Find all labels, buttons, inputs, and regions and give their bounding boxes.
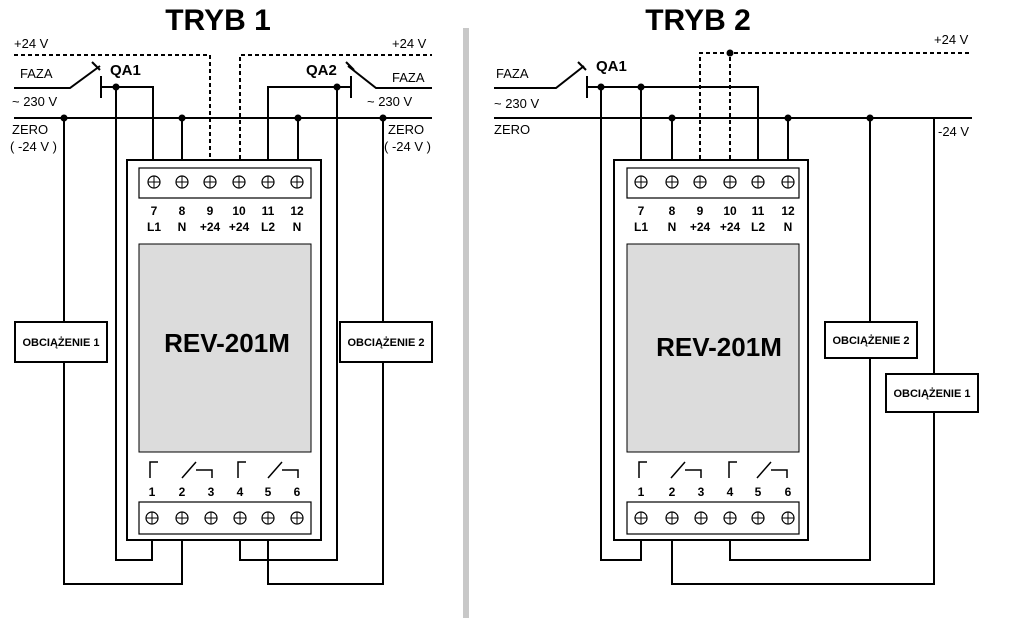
mode-2-bottom-term: 2: [669, 485, 676, 499]
mode-2-device-model: REV-201M: [656, 332, 782, 362]
mode-1-bottom-term: 4: [237, 485, 244, 499]
mode-2-load-1-label: OBCIĄŻENIE 1: [893, 387, 970, 400]
mode-1-term-name: N: [293, 220, 302, 234]
mode-1-bottom-term: 2: [179, 485, 186, 499]
mode-1-term-num: 11: [262, 204, 275, 218]
mode-2-zero-label: ZERO: [494, 122, 530, 137]
mode-2-bottom-term: 4: [727, 485, 734, 499]
mode-1-term-name: +24: [200, 220, 221, 234]
mode-1-device: REV-201M 7 8 9 10 11 12 L1 N +24 +24 L2 …: [126, 159, 322, 541]
mode-2-bottom-term: 1: [638, 485, 645, 499]
mode-2-load-2-label: OBCIĄŻENIE 2: [832, 334, 909, 347]
mode-2-faza-label: FAZA: [496, 66, 529, 81]
mode-1-230v-left-label: ~ 230 V: [12, 94, 58, 109]
mode-2-title: TRYB 2: [645, 4, 751, 37]
mode-1-qa1-label: QA1: [110, 62, 141, 79]
mode-1-bottom-term: 1: [149, 485, 156, 499]
mode-2-term-num: 7: [638, 204, 645, 218]
mode-2-minus24-label: -24 V: [938, 124, 969, 139]
mode-1-zero-left-sub-label: ( -24 V ): [10, 139, 57, 154]
mode-1-term-num: 12: [290, 204, 304, 218]
mode-2-term-name: N: [668, 220, 677, 234]
mode-2-term-name: L2: [751, 220, 765, 234]
mode-2-term-name: N: [784, 220, 793, 234]
mode-2-term-num: 12: [781, 204, 795, 218]
mode-1-title: TRYB 1: [165, 4, 271, 37]
mode-1-term-name: N: [178, 220, 187, 234]
mode-1-diagram: TRYB 1 +24 V +24 V FAZA FAZA ~ 230 V ~ 2…: [10, 4, 433, 585]
mode-1-load-1-box: [14, 321, 108, 363]
mode-1-plus24-right-label: +24 V: [392, 36, 427, 51]
mode-1-faza-left-label: FAZA: [20, 66, 53, 81]
mode-1-term-name: L1: [147, 220, 161, 234]
mode-2-term-num: 8: [669, 204, 676, 218]
mode-2-load-1-box: [885, 373, 979, 413]
mode-1-term-num: 10: [232, 204, 246, 218]
mode-2-term-name: +24: [720, 220, 741, 234]
mode-2-qa1-switch: [494, 65, 585, 89]
mode-1-qa2-switch: [347, 65, 432, 89]
mode-2-term-num: 10: [723, 204, 737, 218]
mode-2-plus24-line: [699, 52, 972, 180]
mode-1-plus24-left-label: +24 V: [14, 36, 49, 51]
mode-1-bottom-term: 6: [294, 485, 301, 499]
mode-1-bottom-term: 5: [265, 485, 272, 499]
mode-2-term-num: 11: [752, 204, 765, 218]
mode-1-230v-right-label: ~ 230 V: [367, 94, 413, 109]
mode-1-zero-left-label: ZERO: [12, 122, 48, 137]
mode-1-load-2-box: [339, 321, 433, 363]
mode-1-term-name: L2: [261, 220, 275, 234]
mode-1-zero-right-sub-label: ( -24 V ): [384, 139, 431, 154]
mode-2-plus24-label: +24 V: [934, 32, 969, 47]
mode-1-bottom-term: 3: [208, 485, 215, 499]
mode-1-term-num: 8: [179, 204, 186, 218]
mode-2-term-name: +24: [690, 220, 711, 234]
mode-2-term-num: 9: [697, 204, 704, 218]
mode-1-zero-right-label: ZERO: [388, 122, 424, 137]
mode-1-faza-right-label: FAZA: [392, 70, 425, 85]
mode-1-plus24-line-left: [14, 54, 211, 180]
mode-1-load-2-label: OBCIĄŻENIE 2: [347, 336, 424, 349]
mode-2-bottom-term: 3: [698, 485, 705, 499]
mode-1-device-model: REV-201M: [164, 328, 290, 358]
mode-1-term-name: +24: [229, 220, 250, 234]
mode-1-term-num: 9: [207, 204, 214, 218]
mode-2-diagram: TRYB 2 +24 V FAZA ~ 230 V ZERO -24 V QA1: [494, 4, 979, 585]
mode-2-bottom-term: 6: [785, 485, 792, 499]
mode-1-qa1-switch: [14, 65, 101, 89]
mode-separator: [463, 28, 469, 618]
mode-2-qa1-label: QA1: [596, 58, 627, 75]
mode-1-qa2-label: QA2: [306, 62, 337, 79]
mode-2-term-name: L1: [634, 220, 648, 234]
mode-2-device: REV-201M 7 8 9 10 11 12 L1 N +24 +24 L2 …: [613, 159, 809, 541]
mode-2-load-2-box: [824, 321, 918, 359]
mode-1-plus24-line-right: [239, 54, 432, 180]
mode-1-term-num: 7: [151, 204, 158, 218]
mode-1-load-1-label: OBCIĄŻENIE 1: [22, 336, 99, 349]
mode-2-230v-label: ~ 230 V: [494, 96, 540, 111]
mode-2-bottom-term: 5: [755, 485, 762, 499]
